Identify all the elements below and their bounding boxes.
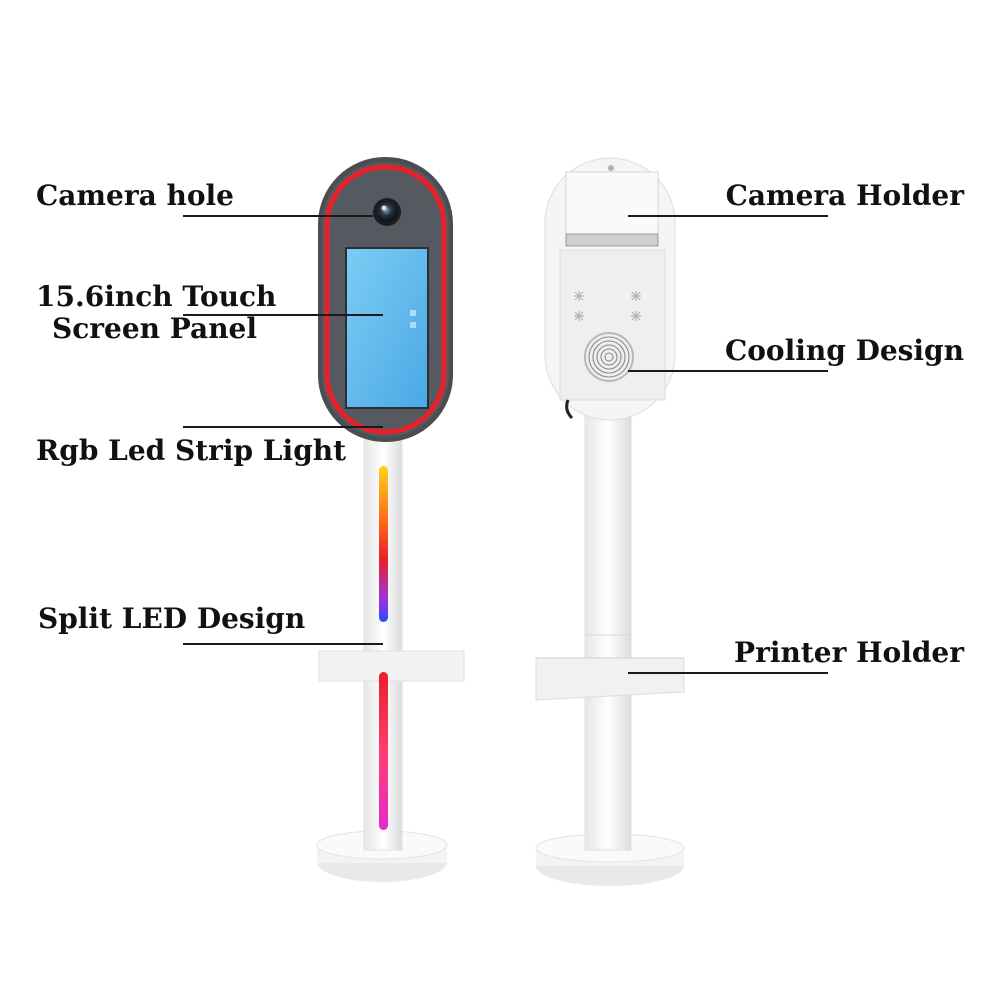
back-panel [559, 249, 666, 401]
label-printer-holder: Printer Holder [734, 636, 964, 669]
camera-holder-bracket [565, 171, 659, 235]
cooling-fan-grill [584, 332, 634, 382]
label-touch-screen-line1: 15.6inch Touch [36, 280, 277, 313]
label-touch-screen-line2: Screen Panel [52, 312, 258, 345]
leader-split-led [183, 643, 383, 645]
leader-camera-hole [183, 215, 373, 217]
leader-camera-holder [628, 215, 828, 217]
leader-printer-holder [628, 672, 828, 674]
lower-led-strip [379, 672, 388, 830]
front-booth [316, 157, 465, 882]
leader-cooling-design [628, 370, 828, 372]
label-rgb-led: Rgb Led Strip Light [36, 434, 347, 467]
camera-lens [377, 202, 397, 222]
front-shelf [318, 650, 465, 682]
label-camera-holder: Camera Holder [725, 179, 964, 212]
label-camera-hole: Camera hole [36, 179, 234, 212]
rgb-led-ring [324, 164, 447, 435]
back-lower-pole [584, 689, 632, 851]
leader-touch-screen [183, 314, 383, 316]
back-booth [535, 157, 685, 886]
back-upper-pole [584, 399, 632, 659]
panel-screws [574, 291, 641, 321]
upper-led-strip [379, 466, 388, 622]
printer-tray [535, 657, 685, 701]
leader-rgb-led [183, 426, 383, 428]
label-cooling-design: Cooling Design [724, 334, 964, 367]
label-split-led: Split LED Design [38, 602, 306, 635]
